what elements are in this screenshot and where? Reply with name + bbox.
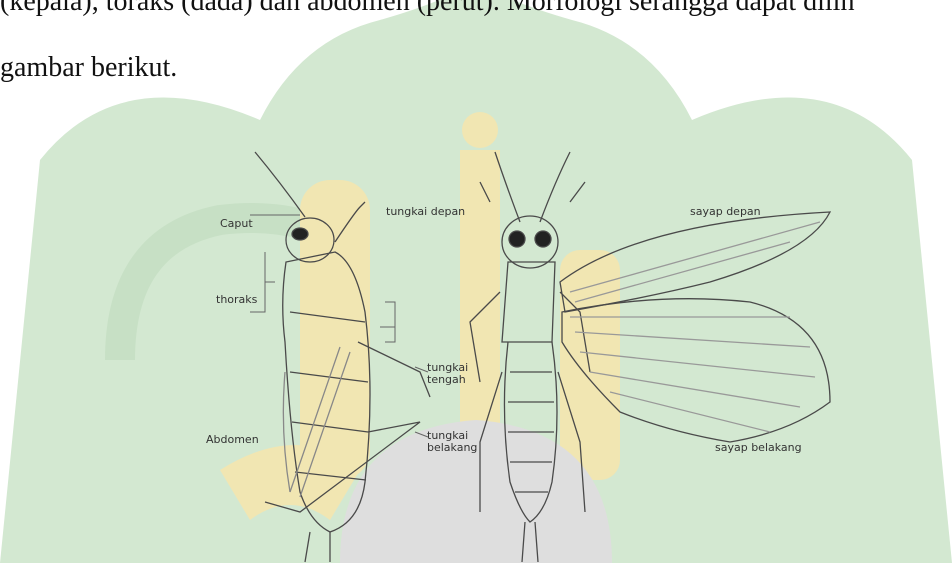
- label-abdomen: Abdomen: [206, 434, 259, 446]
- label-tungkai-tengah-line2: tengah: [427, 374, 466, 386]
- label-caput: Caput: [220, 218, 253, 230]
- grasshopper-figure: Caput thoraks Abdomen tungkai depan tung…: [190, 112, 848, 563]
- label-tungkai-depan: tungkai depan: [386, 206, 465, 218]
- body-text-line-2: gambar berikut.: [0, 52, 177, 84]
- top-view-grasshopper: [470, 152, 830, 562]
- label-sayap-depan: sayap depan: [690, 206, 761, 218]
- label-tungkai-belakang-line2: belakang: [427, 442, 477, 454]
- grasshopper-illustration: [190, 112, 848, 563]
- body-text-line-1: (kepala), toraks (dada) dan abdomen (per…: [0, 0, 854, 18]
- label-leader-lines: [250, 215, 428, 437]
- label-sayap-belakang: sayap belakang: [715, 442, 802, 454]
- label-thoraks: thoraks: [216, 294, 257, 306]
